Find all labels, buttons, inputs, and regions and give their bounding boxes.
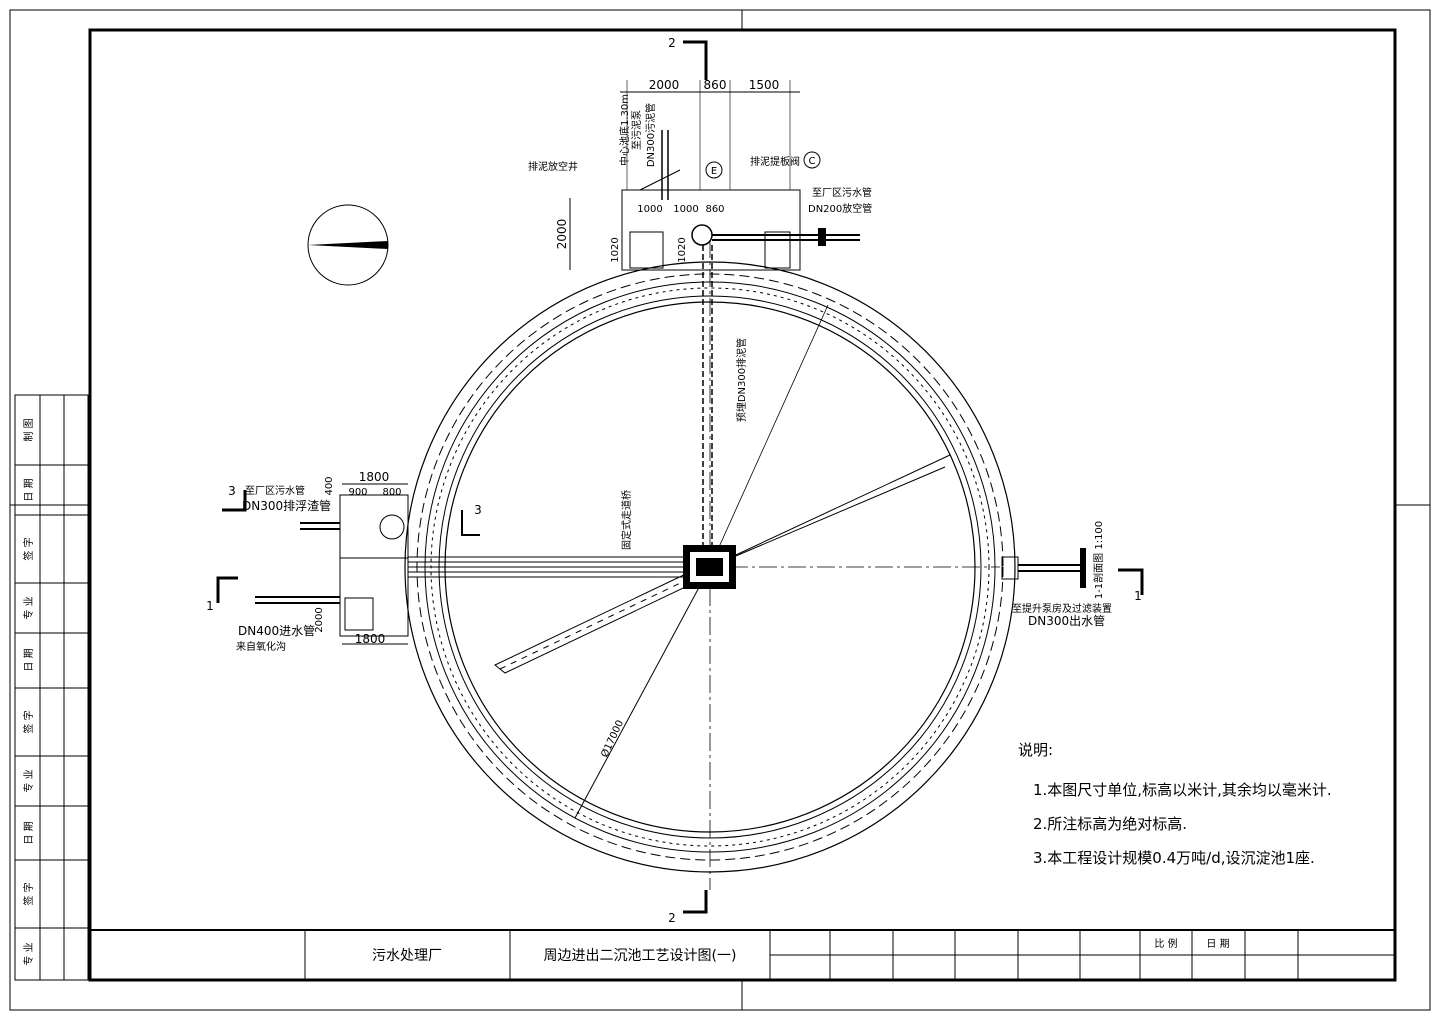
right-note-label: 至提升泵房及过滤装置 [1012,602,1112,615]
side-label: 专 业 [22,596,35,619]
sludge-well [621,130,860,271]
marker-e: E [711,166,717,177]
dn400-label: DN400进水管 [238,623,315,638]
dn300-left-label: DN300排浮渣管 [242,498,331,513]
side-label: 日 期 [23,821,35,844]
dn300-out-label: DN300出水管 [1028,613,1105,628]
title-block: 污水处理厂 周边进出二沉池工艺设计图(一) 比 例 日 期 [89,929,1396,981]
section-mark-label: 3 [474,503,482,517]
buried-pipe-label: 预埋DN300排泥管 [735,338,748,422]
dimension-label: 1800 [359,470,390,484]
to-plant-left-label: 至厂区污水管 [245,484,305,497]
side-label: 签 字 [22,882,35,905]
dimension-label: 1500 [749,78,780,92]
side-label: 日 期 [23,478,35,501]
scale-label: 比 例 [1154,937,1177,950]
notes-block: 说明: 1.本图尺寸单位,标高以米计,其余均以毫米计. 2.所注标高为绝对标高.… [1018,741,1332,867]
dimension-label: 860 [704,78,727,92]
dimension-label: 800 [382,487,401,498]
to-plant-label: 至厂区污水管 [812,186,872,199]
outer-border [9,9,1431,1011]
sludge-well-label: 排泥放空井 [528,160,578,173]
dimension-label: 1020 [610,237,621,262]
dimension-label: 2000 [649,78,680,92]
side-label: 专 业 [22,942,35,965]
section-note-label: 1-1剖面图 1:100 [1092,521,1105,599]
dimension-label: 400 [324,476,335,495]
to-sludge-label: 至污泥泵 [630,110,643,150]
side-label: 专 业 [22,769,35,792]
north-arrow-icon [307,204,389,286]
center-elevation-label: 中心池底1.30m [618,94,631,166]
section-markers [216,40,1144,914]
dimension-label: 900 [348,487,367,498]
note-line: 2.所注标高为绝对标高. [1033,815,1187,833]
dimension-label: 1000 [673,204,698,215]
outlet-structure [1001,548,1086,588]
diameter-label: Ø17000 [598,718,626,759]
section-mark-label: 2 [668,911,676,925]
dimension-label: 1800 [355,632,386,646]
drawing-title: 周边进出二沉池工艺设计图(一) [544,948,737,964]
side-signature-block: 制 图 日 期 签 字 专 业 日 期 签 字 专 业 日 期 签 字 专 业 [14,394,89,981]
notes-title: 说明: [1018,741,1053,759]
side-label: 制 图 [22,418,35,441]
dn200-label: DN200放空管 [808,202,872,215]
dn300-sludge-label: DN300污泥管 [644,103,657,167]
dimension-label: 1020 [677,237,688,262]
section-mark-label: 1 [1134,589,1142,603]
date-label: 日 期 [1206,938,1229,950]
dimension-label: 1000 [637,204,662,215]
project-name: 污水处理厂 [372,948,442,964]
clarifier-tank [404,240,1016,890]
dimension-label: 860 [705,204,724,215]
side-label: 日 期 [23,648,35,671]
dimension-label: 2000 [555,219,569,250]
section-mark-label: 2 [668,36,676,50]
bridge-label: 固定式走道桥 [620,490,633,550]
sludge-valve-label: 排泥提板阀 [750,155,800,168]
side-label: 签 字 [22,537,35,560]
marker-c: C [809,156,816,167]
dimension-label: 2000 [314,607,325,632]
note-line: 3.本工程设计规模0.4万吨/d,设沉淀池1座. [1033,849,1315,867]
side-label: 签 字 [22,710,35,733]
section-mark-label: 1 [206,599,214,613]
from-anoxic-label: 来自氧化沟 [236,640,286,653]
note-line: 1.本图尺寸单位,标高以米计,其余均以毫米计. [1033,781,1332,799]
inlet-structure [255,483,409,645]
top-dimensions: 2000 860 1500 2000 1020 1020 1000 1000 8… [555,78,800,270]
section-mark-label: 3 [228,484,236,498]
